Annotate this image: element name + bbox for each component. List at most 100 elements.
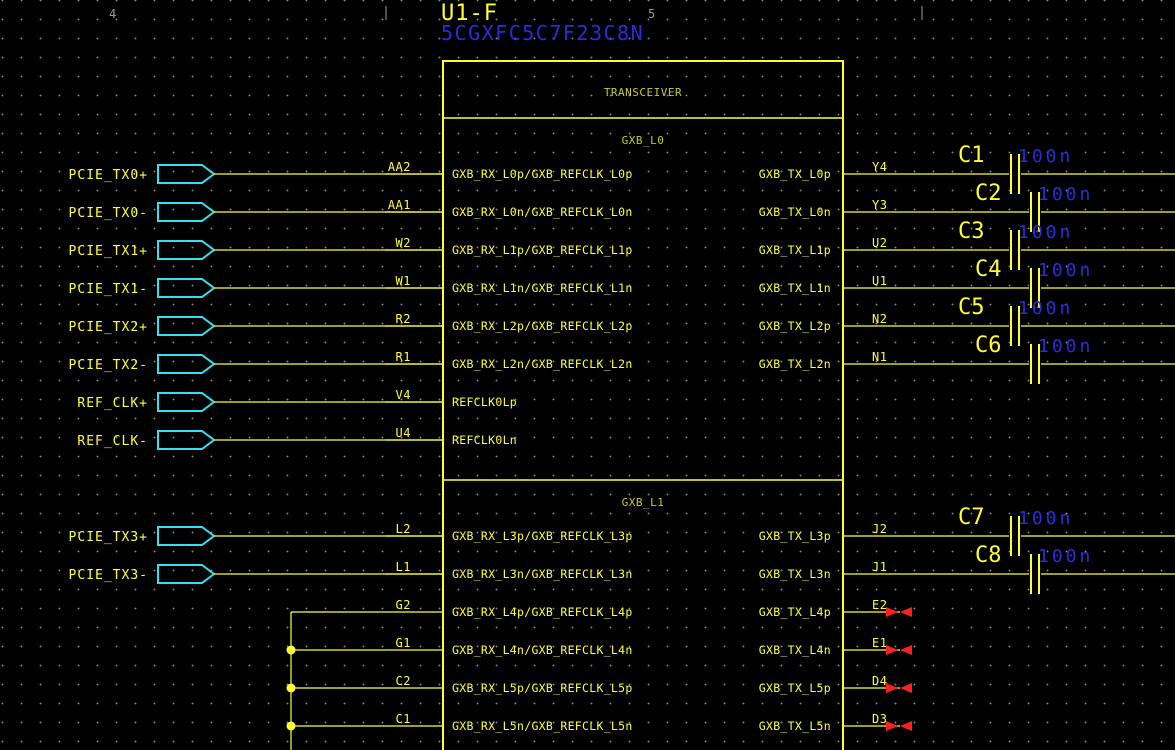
pin-number: U2 xyxy=(872,236,887,250)
pin-number: G1 xyxy=(396,636,411,650)
port-label: PCIE_TX2- xyxy=(69,358,148,373)
port-shape xyxy=(157,202,216,222)
pin-name: GXB_RX_L3p/GXB_REFCLK_L3p xyxy=(452,529,633,543)
pin-number: W2 xyxy=(396,236,411,250)
pin-number: D4 xyxy=(872,674,887,688)
section-transceiver: TRANSCEIVER xyxy=(604,86,682,99)
pin-number: N1 xyxy=(872,350,887,364)
cap-ref: C1 xyxy=(958,143,985,168)
port-shape xyxy=(157,164,216,184)
pin-name: GXB_RX_L3n/GXB_REFCLK_L3n xyxy=(452,567,633,581)
pin-name: GXB_TX_L3p xyxy=(759,529,831,543)
no-connect-icon xyxy=(886,683,898,693)
cap-gap xyxy=(1029,360,1041,368)
no-connect-icon xyxy=(900,607,912,617)
ruler-col-right: 5 xyxy=(648,7,655,21)
part-value[interactable]: 5CGXFC5C7F23C8N xyxy=(441,21,644,45)
pin-name: GXB_TX_L1p xyxy=(759,243,831,257)
pin-number: L2 xyxy=(396,522,411,536)
pin-name: GXB_RX_L1n/GXB_REFCLK_L1n xyxy=(452,281,633,295)
pin-name: GXB_RX_L2p/GXB_REFCLK_L2p xyxy=(452,319,633,333)
port-label: PCIE_TX0- xyxy=(69,206,148,221)
cap-gap xyxy=(1009,246,1021,254)
pin-number: J1 xyxy=(872,560,887,574)
port-label: PCIE_TX0+ xyxy=(69,168,148,183)
cap-value: 100n xyxy=(1018,508,1073,529)
pin-name: GXB_RX_L5n/GXB_REFCLK_L5n xyxy=(452,719,633,733)
pin-number: AA1 xyxy=(388,198,411,212)
pin-number: Y4 xyxy=(872,160,887,174)
pin-name: GXB_TX_L0p xyxy=(759,167,831,181)
cap-ref: C7 xyxy=(958,505,985,530)
port-label: PCIE_TX1+ xyxy=(69,244,148,259)
component-body[interactable] xyxy=(442,60,844,750)
pin-number: J2 xyxy=(872,522,887,536)
capacitor-C7[interactable]: C7 100n xyxy=(958,505,1073,556)
no-connect-icon xyxy=(900,721,912,731)
cap-value: 100n xyxy=(1038,336,1093,357)
cap-value: 100n xyxy=(1018,222,1073,243)
port-label: PCIE_TX1- xyxy=(69,282,148,297)
part-ref[interactable]: U1-F xyxy=(441,1,498,26)
junction-dot xyxy=(286,645,296,655)
no-connect-icon xyxy=(900,683,912,693)
pin-name: GXB_TX_L5n xyxy=(759,719,831,733)
pin-number: N2 xyxy=(872,312,887,326)
junction-dot xyxy=(286,683,296,693)
pin-number: E1 xyxy=(872,636,887,650)
pin-number: L1 xyxy=(396,560,411,574)
port-shape xyxy=(157,526,216,546)
pin-name: GXB_RX_L1p/GXB_REFCLK_L1p xyxy=(452,243,633,257)
cap-gap xyxy=(1009,170,1021,178)
port-0[interactable]: PCIE_TX0+ xyxy=(69,164,443,184)
pin-name: GXB_RX_L4p/GXB_REFCLK_L4p xyxy=(452,605,633,619)
capacitor-C6[interactable]: C6 100n xyxy=(975,333,1093,384)
cap-gap xyxy=(1009,322,1021,330)
pin-name: GXB_TX_L2n xyxy=(759,357,831,371)
pin-name: REFCLK0Lp xyxy=(452,395,517,409)
cap-ref: C5 xyxy=(958,295,985,320)
cap-gap xyxy=(1029,284,1041,292)
cap-ref: C8 xyxy=(975,543,1002,568)
no-connect-icon xyxy=(886,607,898,617)
pin-number: R2 xyxy=(396,312,411,326)
cap-ref: C6 xyxy=(975,333,1002,358)
port-shape xyxy=(157,392,216,412)
pin-name: GXB_RX_L4n/GXB_REFCLK_L4n xyxy=(452,643,633,657)
pin-name: REFCLK0Ln xyxy=(452,433,517,447)
pin-name: GXB_TX_L3n xyxy=(759,567,831,581)
